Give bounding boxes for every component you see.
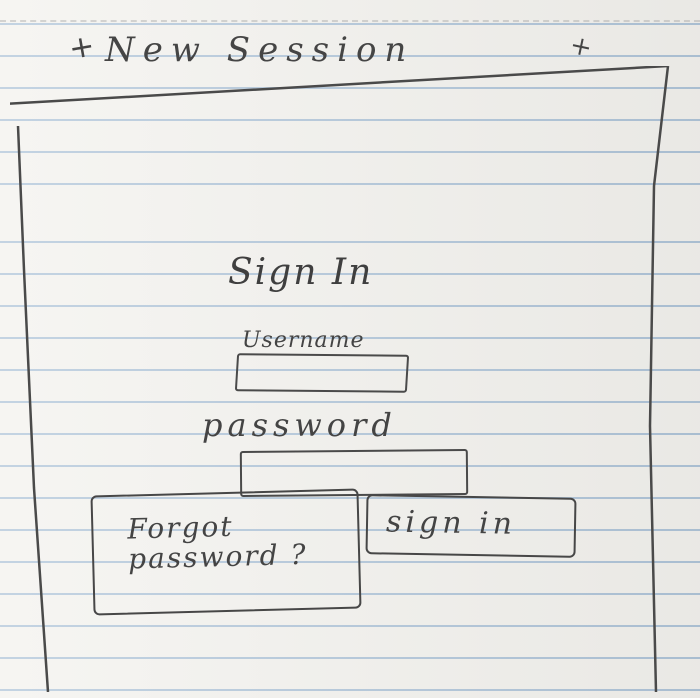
- close-icon[interactable]: ✕: [63, 30, 99, 68]
- tab-title[interactable]: New Session: [105, 30, 415, 70]
- username-label: Username: [242, 328, 365, 353]
- app-window: ✕ New Session + Sign In Username passwor…: [10, 30, 670, 692]
- window-frame: [10, 66, 670, 692]
- username-field[interactable]: [234, 353, 410, 393]
- sign-in-button-label: sign in: [385, 504, 517, 542]
- forgot-password-label: Forgot password ?: [126, 509, 308, 576]
- title-bar: ✕ New Session +: [10, 28, 670, 70]
- forgot-password-button[interactable]: Forgot password ?: [90, 488, 362, 616]
- password-label: password: [202, 406, 397, 444]
- plus-icon[interactable]: +: [567, 30, 595, 64]
- sign-in-heading: Sign In: [228, 252, 374, 293]
- sign-in-button[interactable]: sign in: [365, 494, 577, 558]
- paper-top-edge: [0, 0, 700, 22]
